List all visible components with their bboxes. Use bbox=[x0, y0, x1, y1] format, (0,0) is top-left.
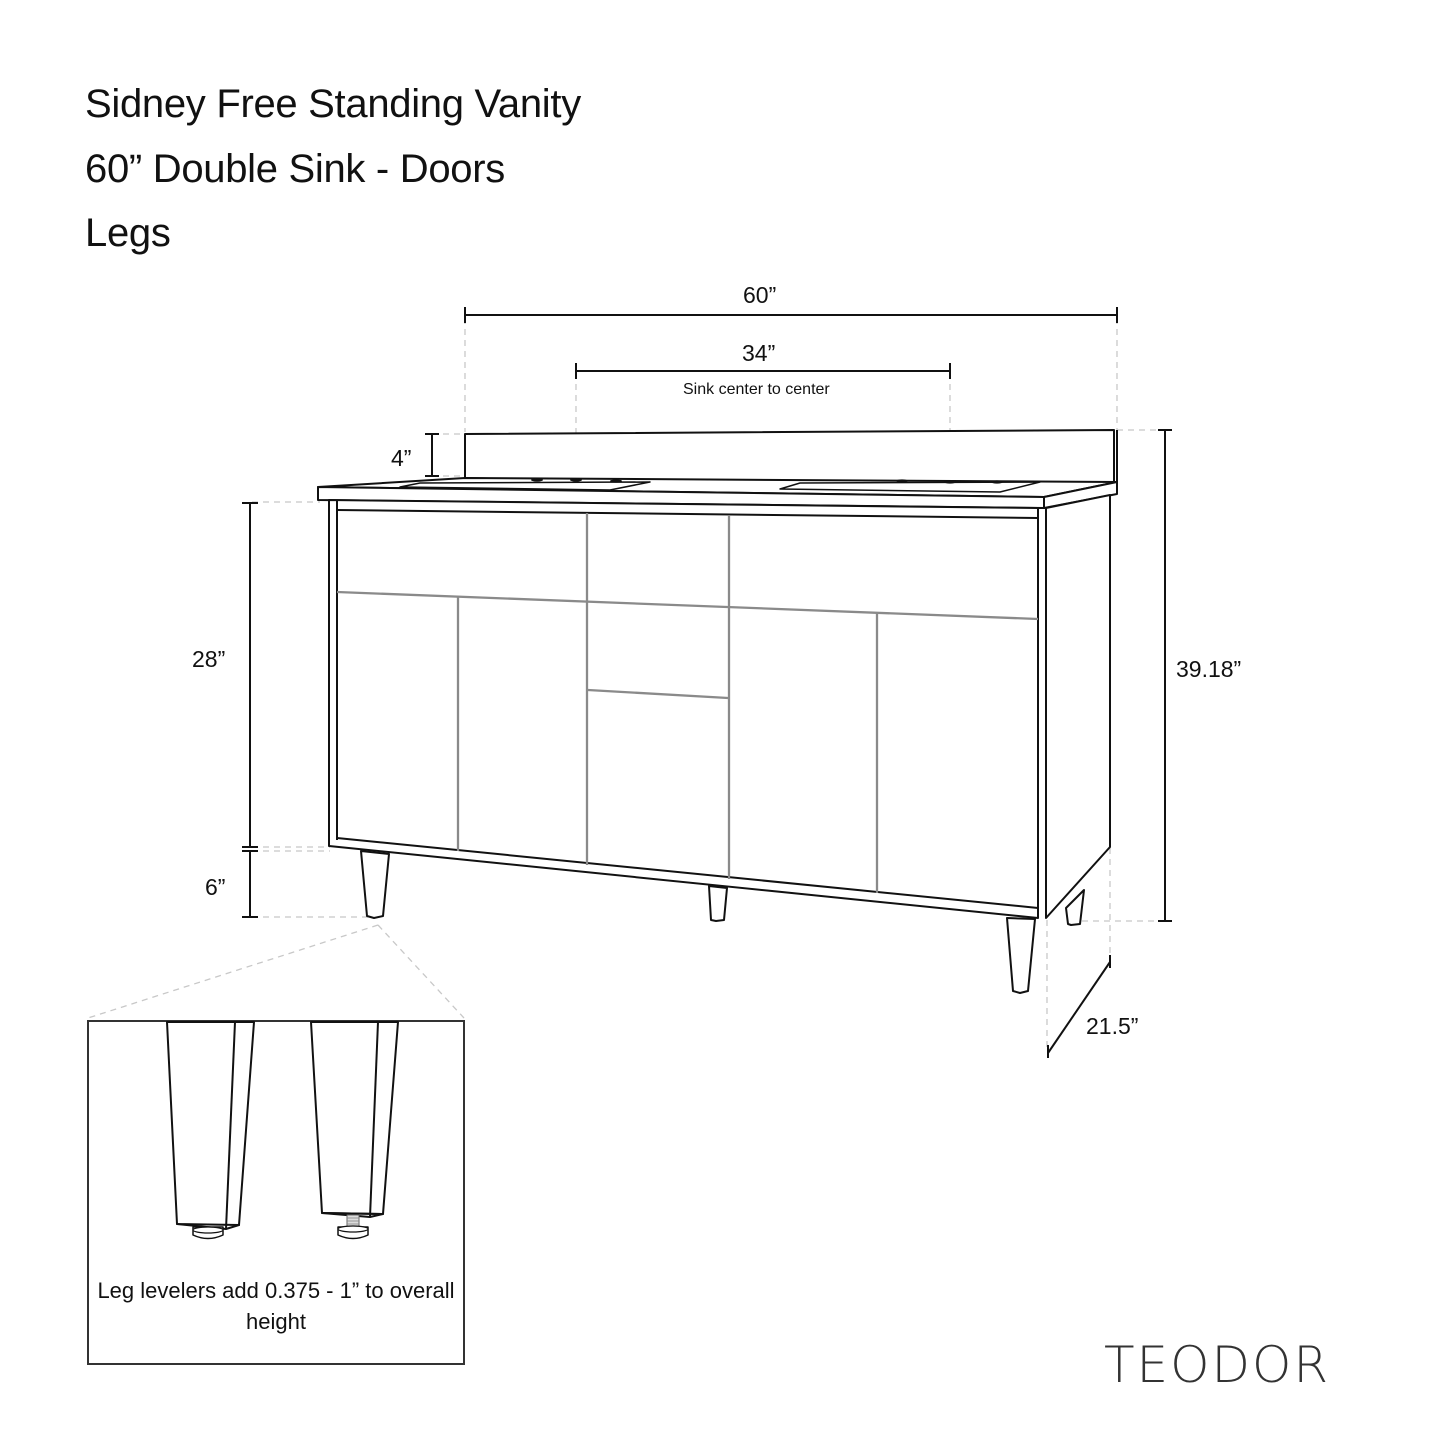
leg-height-label: 6” bbox=[205, 874, 226, 900]
cabinet-height-label: 28” bbox=[192, 646, 226, 672]
vanity-cabinet bbox=[317, 429, 1118, 919]
leg-leveler-caption: Leg levelers add 0.375 - 1” to overall h… bbox=[97, 1278, 455, 1334]
cabinet-front bbox=[328, 499, 1039, 919]
backsplash-height-label: 4” bbox=[391, 445, 412, 471]
dimension-lines bbox=[242, 307, 1172, 1058]
brand-logo: TEODOR bbox=[1104, 1336, 1331, 1394]
leg-front-left bbox=[360, 850, 390, 919]
title-line-3: Legs bbox=[85, 211, 171, 255]
depth-label: 21.5” bbox=[1086, 1013, 1139, 1039]
sink-left bbox=[399, 481, 651, 491]
leg-back-right bbox=[1065, 889, 1085, 926]
vanity-legs bbox=[360, 850, 1085, 994]
sink-spacing-label: 34” bbox=[742, 340, 776, 366]
overall-height-label: 39.18” bbox=[1176, 656, 1242, 682]
sink-right bbox=[779, 481, 1041, 493]
title-line-2: 60” Double Sink - Doors bbox=[85, 147, 505, 191]
leg-front-right bbox=[1006, 917, 1036, 994]
overall-width-label: 60” bbox=[743, 282, 777, 308]
cabinet-side bbox=[1045, 494, 1111, 919]
extension-lines bbox=[87, 318, 1167, 1050]
sink-spacing-note: Sink center to center bbox=[683, 381, 830, 398]
leg-front-middle bbox=[708, 885, 728, 922]
door-seams bbox=[336, 513, 1039, 893]
leg-leveler-inset bbox=[87, 1020, 465, 1365]
title-line-1: Sidney Free Standing Vanity bbox=[85, 82, 581, 126]
